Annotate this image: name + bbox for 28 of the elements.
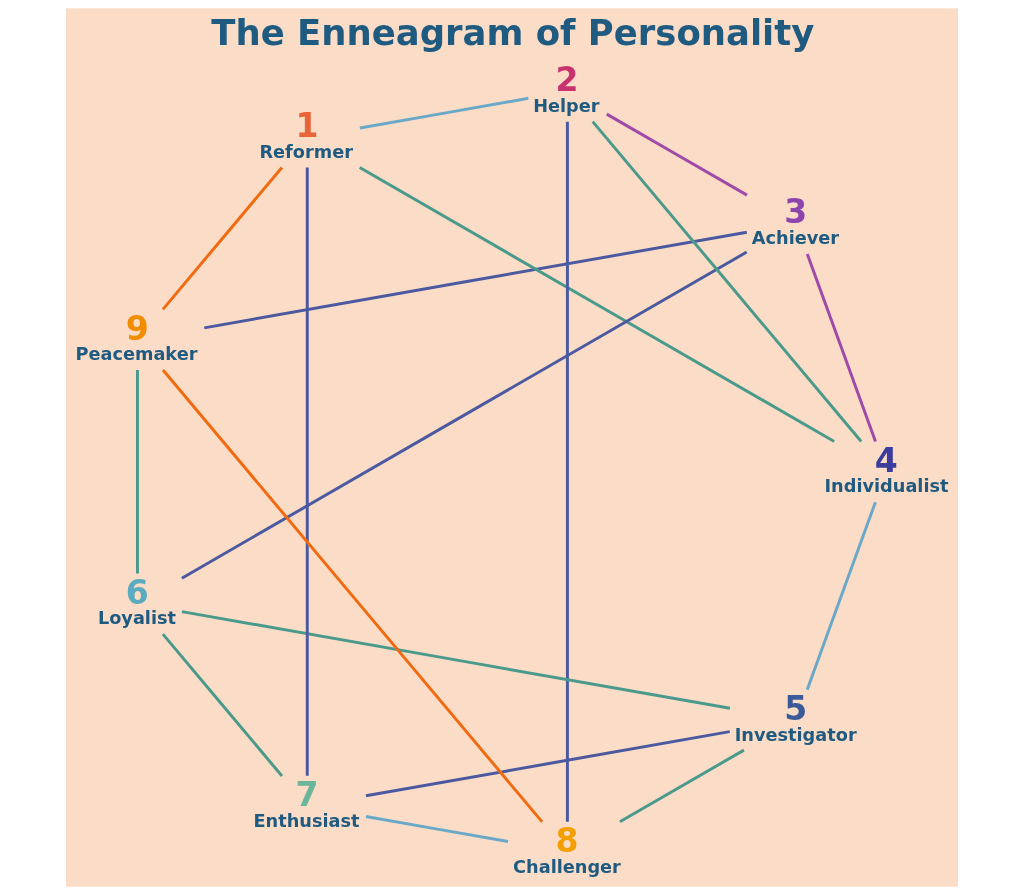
connector [203,230,747,330]
connector [365,815,508,843]
node-text: 5 Investigator [734,688,857,745]
node-text: 8 Challenger [512,820,621,877]
connector [135,370,139,574]
node-text: 9 Peacemaker [74,308,197,365]
connector [591,120,862,443]
node-text: 4 Individualist [824,440,949,497]
connector [359,96,529,130]
node-text: 7 Enthusiast [253,775,360,831]
connector [605,112,748,197]
node-text: 2 Helper [532,60,600,117]
connector [365,730,730,798]
node-text: 1 Reformer [258,106,353,162]
connector [305,167,309,776]
connector [161,369,543,823]
node-text: 6 Loyalist [97,572,176,629]
connector [180,250,747,580]
connector [805,501,877,691]
connector [358,166,835,443]
connector [161,166,283,311]
connector [181,610,730,710]
diagram-title: The Enneagram of Personality [210,11,814,53]
node-text: 3 Achiever [751,192,839,249]
connector [565,121,569,822]
connector [161,633,283,777]
connector [618,748,745,823]
connector [805,253,877,442]
